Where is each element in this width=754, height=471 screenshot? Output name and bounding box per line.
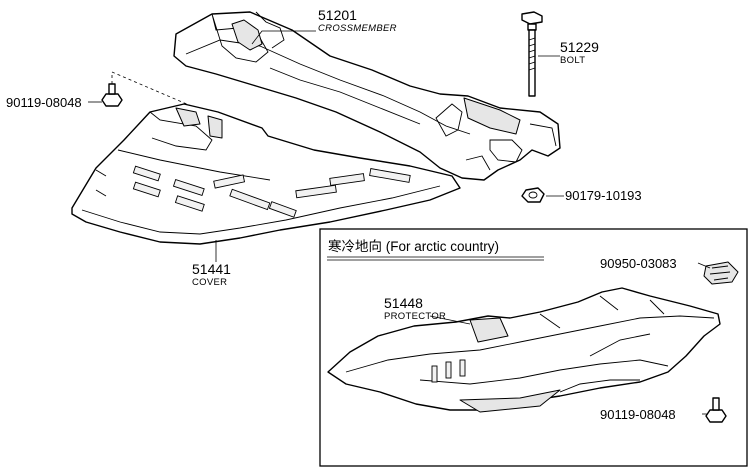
- inset-frame: [319, 228, 748, 467]
- part-name-crossmember: CROSSMEMBER: [318, 23, 397, 34]
- small-bolt-drawing-inset: [705, 397, 727, 423]
- bolt-drawing: [521, 11, 543, 97]
- part-name-protector: PROTECTOR: [384, 311, 446, 322]
- part-number-nut: 90179-10193: [565, 188, 642, 203]
- part-number-crossmember: 51201: [318, 7, 357, 23]
- part-number-clip: 90950-03083: [600, 256, 677, 271]
- part-number-cover: 51441: [192, 261, 231, 277]
- nut-drawing: [521, 187, 545, 203]
- inset-header: 寒冷地向 (For arctic country): [328, 238, 499, 254]
- protector-drawing: [327, 287, 721, 413]
- small-bolt-drawing-top: [101, 71, 197, 109]
- part-name-cover: COVER: [192, 277, 227, 288]
- part-name-bolt: BOLT: [560, 55, 585, 66]
- leader-lines: [88, 30, 711, 415]
- crossmember-drawing: [173, 11, 561, 181]
- arctic-inset: [319, 228, 748, 467]
- part-number-small-bolt-inset: 90119-08048: [600, 407, 676, 422]
- clip-drawing: [703, 261, 739, 285]
- part-number-protector: 51448: [384, 295, 423, 311]
- part-number-bolt: 51229: [560, 39, 599, 55]
- cover-drawing: [71, 103, 461, 245]
- part-number-small-bolt-top: 90119-08048: [6, 95, 82, 110]
